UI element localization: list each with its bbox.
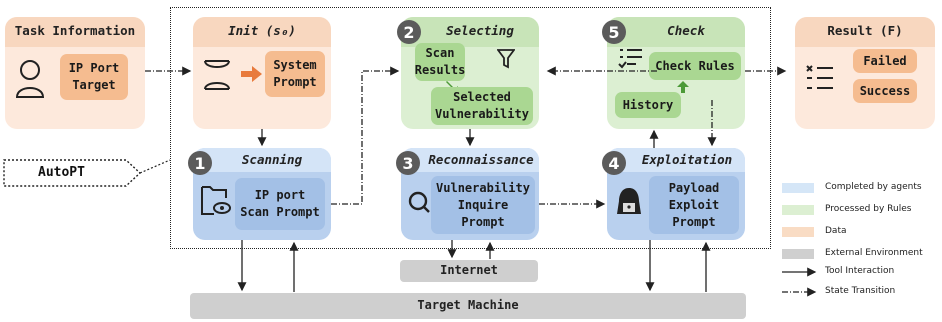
internet-label: Internet: [440, 263, 498, 277]
failed-pill: Failed: [853, 49, 917, 73]
selecting-title: Selecting: [446, 23, 514, 38]
legend-label-data: Data: [825, 226, 847, 236]
vulnerability-inquire-prompt-pill: Vulnerability Inquire Prompt: [431, 176, 535, 234]
legend-swatch-rules: [782, 205, 814, 215]
scan-results-pill: Scan Results: [415, 43, 465, 81]
legend-label-agents: Completed by agents: [825, 182, 922, 192]
legend-label-environment: External Environment: [825, 248, 923, 258]
task-information-title: Task Information: [14, 23, 136, 38]
autopt-label: AutoPT: [38, 165, 85, 180]
reconnaissance-title: Reconnaissance: [428, 152, 534, 167]
system-prompt-pill: System Prompt: [265, 51, 325, 97]
init-card: Init (s₀) System Prompt: [193, 17, 331, 129]
target-machine-label: Target Machine: [417, 298, 519, 312]
ip-port-target-pill: IP Port Target: [60, 54, 128, 100]
legend-swatch-agents: [782, 183, 814, 193]
exploitation-card: Exploitation Payload Exploit Prompt: [607, 148, 745, 240]
result-list-icon: [806, 65, 833, 89]
step-1-badge: 1: [188, 151, 212, 175]
search-icon: [408, 191, 430, 213]
payload-exploit-prompt-pill: Payload Exploit Prompt: [649, 176, 739, 234]
hacker-icon: [617, 188, 641, 214]
init-title: Init (s₀): [228, 23, 296, 38]
target-machine-box: [190, 293, 746, 319]
exploitation-title: Exploitation: [641, 152, 733, 167]
folder-search-icon: [201, 186, 231, 215]
document-icon: [204, 60, 230, 90]
scanning-title: Scanning: [241, 152, 303, 167]
arrow-up-icon: [677, 81, 689, 93]
arrow-right-icon: [241, 66, 262, 82]
history-pill: History: [615, 92, 681, 118]
reconnaissance-card: Reconnaissance Vulnerability Inquire Pro…: [401, 148, 539, 240]
autopt-boundary: [170, 7, 771, 249]
checklist-icon: [618, 49, 642, 69]
legend-label-state: State Transition: [825, 286, 896, 296]
step-3-badge: 3: [396, 151, 420, 175]
user-icon: [15, 60, 45, 98]
legend-swatch-data: [782, 227, 814, 237]
result-card: Result (F) Failed Success: [795, 17, 935, 129]
step-2-badge: 2: [397, 20, 421, 44]
scanning-card: Scanning IP port Scan Prompt: [193, 148, 331, 240]
filter-icon: [497, 49, 515, 69]
legend-label-rules: Processed by Rules: [825, 204, 912, 214]
selected-vulnerability-pill: Selected Vulnerability: [431, 87, 533, 125]
check-card: Check Check Rules History: [607, 17, 745, 129]
success-pill: Success: [853, 79, 917, 103]
result-title: Result (F): [827, 23, 903, 38]
step-5-badge: 5: [602, 20, 626, 44]
step-4-badge: 4: [602, 151, 626, 175]
autopt-tag: [3, 159, 171, 187]
legend-label-tool: Tool Interaction: [825, 266, 895, 276]
ip-port-scan-prompt-pill: IP port Scan Prompt: [235, 178, 325, 230]
check-rules-pill: Check Rules: [649, 52, 741, 80]
internet-box: [400, 260, 538, 282]
task-information-card: Task Information IP Port Target: [5, 17, 145, 129]
check-title: Check: [667, 23, 705, 38]
legend-swatch-environment: [782, 249, 814, 259]
selecting-card: Selecting Scan Results Selected Vulnerab…: [401, 17, 539, 129]
